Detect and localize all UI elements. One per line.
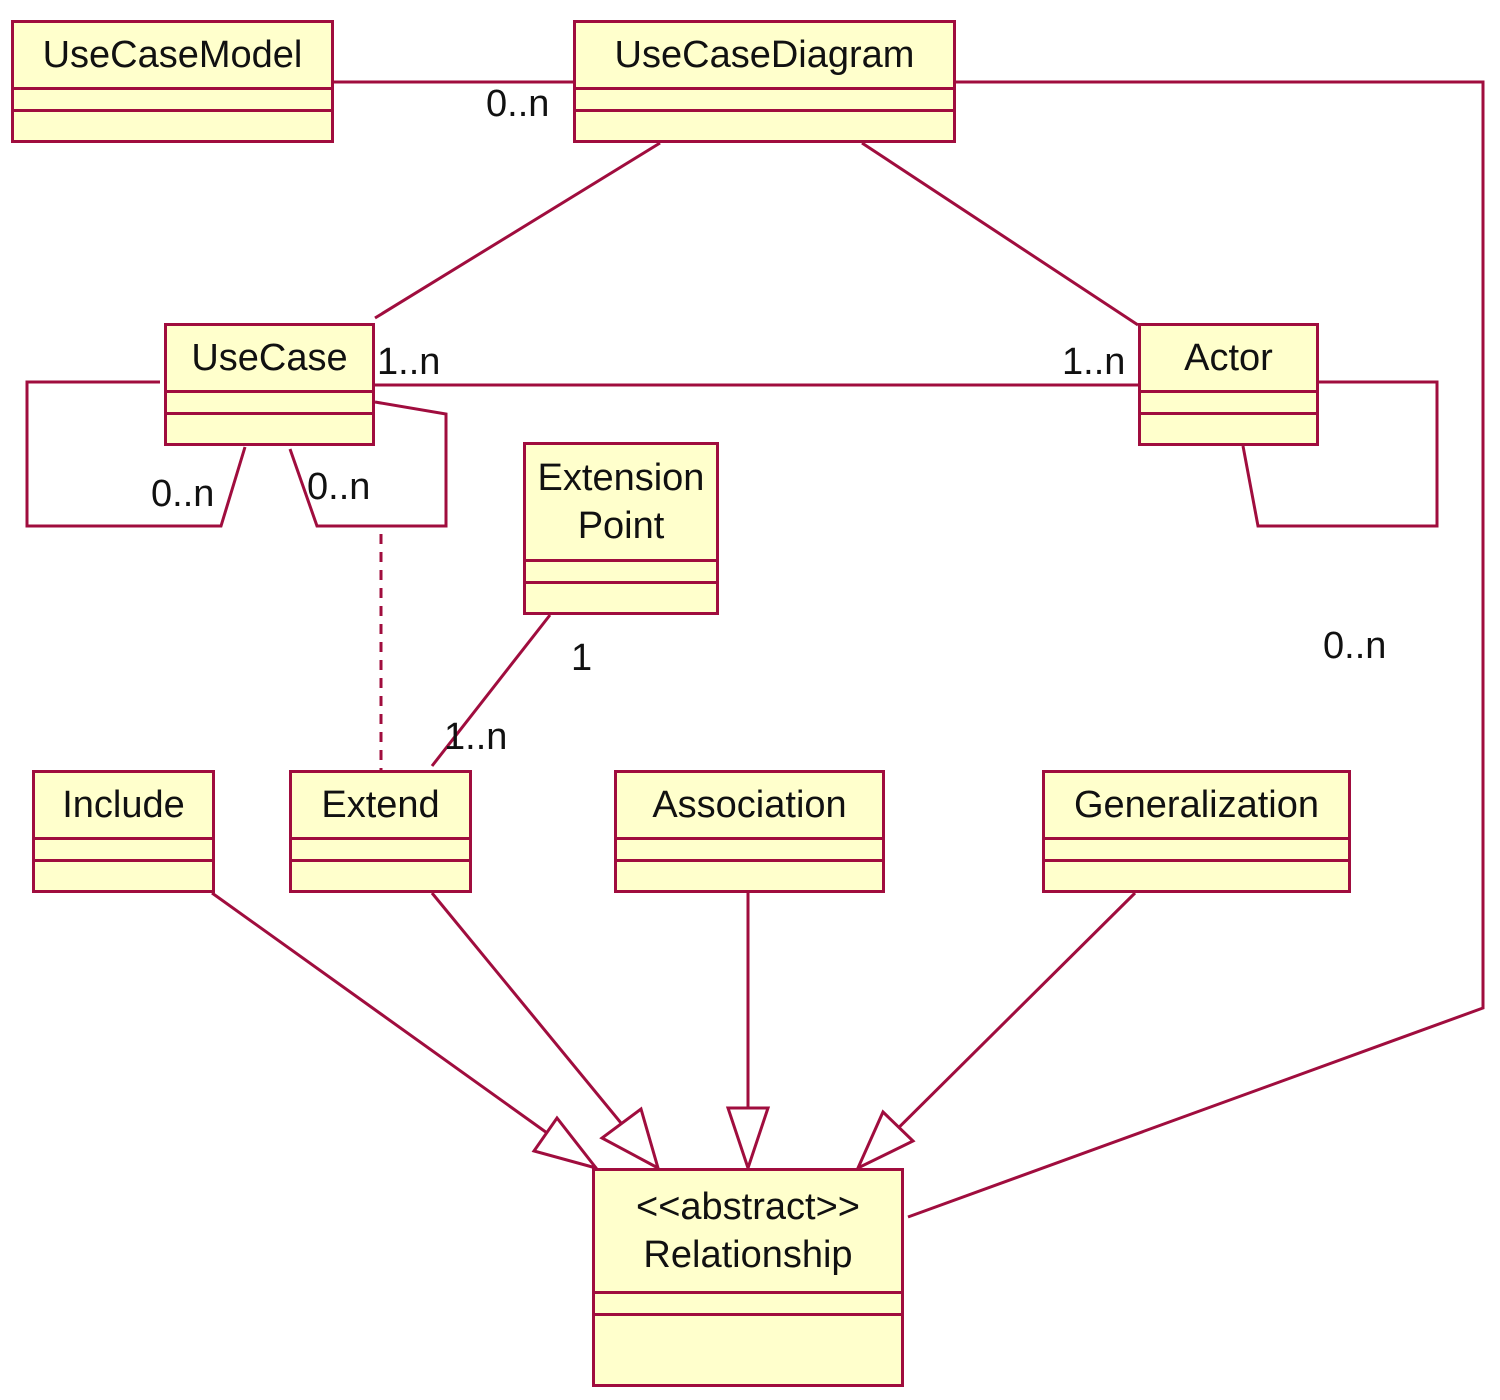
class-name: UseCaseDiagram (576, 23, 953, 90)
class-name: UseCase (167, 326, 372, 393)
generalization-arrowhead (599, 1106, 661, 1172)
multiplicity-label: 0..n (1323, 625, 1387, 667)
class-name-line: Extension (537, 457, 705, 499)
class-attributes-compartment (292, 840, 469, 862)
class-attributes-compartment (595, 1294, 901, 1316)
class-operations-compartment (576, 112, 953, 140)
class-attributes-compartment (14, 90, 331, 112)
self-association-line (25, 380, 247, 528)
class-extension-point[interactable]: Extension Point (523, 442, 719, 615)
multiplicity-label: 1..n (377, 341, 441, 383)
generalization-arrowhead (725, 1106, 771, 1173)
multiplicity-label: 1..n (444, 716, 508, 758)
class-attributes-compartment (35, 840, 212, 862)
class-operations-compartment (167, 415, 372, 443)
self-association-line (1241, 380, 1439, 528)
class-generalization[interactable]: Generalization (1042, 770, 1351, 893)
class-name: Extension Point (526, 445, 716, 562)
class-operations-compartment (1141, 415, 1316, 443)
class-operations-compartment (526, 584, 716, 612)
class-relationship[interactable]: <<abstract>> Relationship (592, 1168, 904, 1387)
class-attributes-compartment (167, 393, 372, 415)
class-attributes-compartment (1141, 393, 1316, 415)
class-operations-compartment (1045, 862, 1348, 890)
generalization-line (211, 891, 597, 1170)
class-name: Association (617, 773, 882, 840)
association-line (907, 80, 1485, 1219)
class-usecasediagram[interactable]: UseCaseDiagram (573, 20, 956, 143)
class-attributes-compartment (576, 90, 953, 112)
class-operations-compartment (617, 862, 882, 890)
class-name: Include (35, 773, 212, 840)
class-attributes-compartment (617, 840, 882, 862)
class-operations-compartment (292, 862, 469, 890)
association-line (430, 614, 552, 767)
class-include[interactable]: Include (32, 770, 215, 893)
class-name: <<abstract>> Relationship (595, 1171, 901, 1294)
class-attributes-compartment (526, 562, 716, 584)
class-attributes-compartment (1045, 840, 1348, 862)
generalization-line (430, 892, 660, 1169)
class-name: Generalization (1045, 773, 1348, 840)
multiplicity-label: 1..n (1062, 341, 1126, 383)
association-line (374, 141, 661, 320)
class-name: Extend (292, 773, 469, 840)
class-actor[interactable]: Actor (1138, 323, 1319, 446)
association-line (861, 141, 1139, 327)
class-usecasemodel[interactable]: UseCaseModel (11, 20, 334, 143)
multiplicity-label: 0..n (486, 83, 550, 125)
generalization-line (856, 891, 1137, 1170)
class-name-line: Relationship (643, 1234, 853, 1276)
class-extend[interactable]: Extend (289, 770, 472, 893)
class-name: UseCaseModel (14, 23, 331, 90)
multiplicity-label: 1 (571, 637, 593, 679)
generalization-arrowhead (531, 1115, 600, 1171)
class-name: Actor (1141, 326, 1316, 393)
multiplicity-label: 0..n (151, 473, 215, 515)
class-operations-compartment (595, 1316, 901, 1384)
class-stereotype: <<abstract>> (636, 1186, 860, 1228)
class-operations-compartment (14, 112, 331, 140)
class-name-line: Point (577, 505, 665, 547)
multiplicity-label: 0..n (307, 466, 371, 508)
class-association[interactable]: Association (614, 770, 885, 893)
class-usecase[interactable]: UseCase (164, 323, 375, 446)
class-operations-compartment (35, 862, 212, 890)
self-association-line (288, 400, 448, 528)
generalization-arrowhead (854, 1109, 916, 1172)
